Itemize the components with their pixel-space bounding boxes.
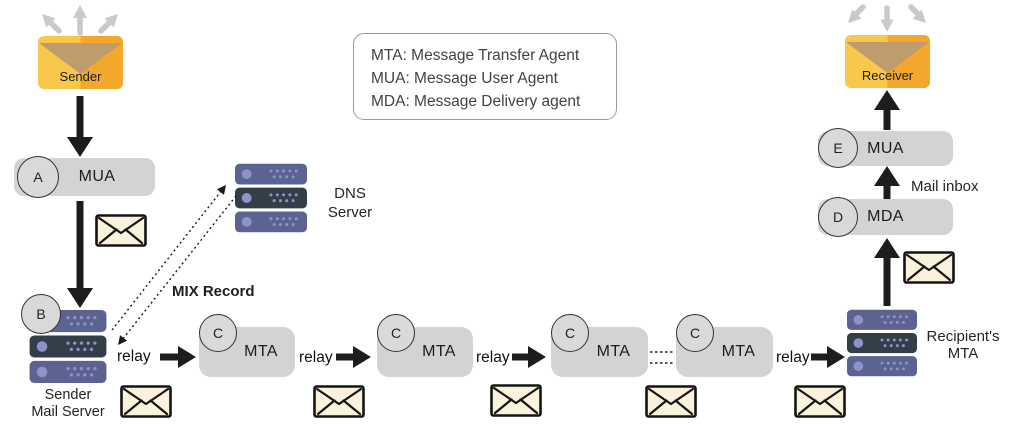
envelope-icon <box>794 385 846 418</box>
receiver-envelope-icon: Receiver <box>845 35 930 88</box>
mta-3-label: MTA <box>596 343 631 360</box>
sender-label: Sender <box>59 69 102 84</box>
legend-line-mda: MDA: Message Delivery agent <box>371 93 581 110</box>
envelope-icon <box>490 384 542 417</box>
badge-c3: C <box>551 314 589 352</box>
envelope-icon <box>120 385 172 418</box>
receiver-incoming-arrows-icon <box>848 4 926 32</box>
mta-2-label: MTA <box>422 343 456 360</box>
badge-a: A <box>17 156 59 198</box>
badge-b: B <box>21 294 61 334</box>
dns-server-icon <box>235 162 307 239</box>
envelope-icon <box>95 214 147 247</box>
relay-label-3: relay <box>476 349 510 366</box>
mta-chain-ellipsis <box>650 351 673 364</box>
envelope-icon <box>313 385 365 418</box>
mail-inbox-label: Mail inbox <box>911 178 979 195</box>
badge-c2: C <box>377 314 415 352</box>
recipient-mta-server-icon <box>847 307 917 384</box>
receiver-label: Receiver <box>861 68 914 83</box>
legend-line-mta: MTA: Message Transfer Agent <box>371 47 580 64</box>
mua-sender-label: MUA <box>78 168 116 185</box>
mta-1-label: MTA <box>244 343 278 360</box>
flow-arrows <box>67 90 900 368</box>
legend-box: MTA: Message Transfer Agent MUA: Message… <box>353 33 617 120</box>
badge-c1: C <box>199 314 237 352</box>
relay-label-1: relay <box>117 348 151 365</box>
sender-mail-server-label: Sender Mail Server <box>31 387 105 420</box>
envelope-icon <box>903 251 955 284</box>
badge-d: D <box>818 197 858 237</box>
relay-label-2: relay <box>299 349 333 366</box>
mix-record-label: MIX Record <box>172 283 255 300</box>
relay-label-4: relay <box>776 349 810 366</box>
mua-receiver-label: MUA <box>867 139 904 157</box>
legend-line-mua: MUA: Message User Agent <box>371 70 558 87</box>
sender-broadcast-arrows-icon <box>42 5 118 36</box>
badge-e: E <box>818 128 858 168</box>
envelope-icon <box>645 385 697 418</box>
badge-c4: C <box>676 314 714 352</box>
dns-server-label: DNS Server <box>327 185 373 221</box>
sender-envelope-icon: Sender <box>38 36 123 89</box>
mda-label: MDA <box>867 208 904 225</box>
mta-4-label: MTA <box>721 343 756 360</box>
recipients-mta-label: Recipient's MTA <box>926 328 1000 362</box>
